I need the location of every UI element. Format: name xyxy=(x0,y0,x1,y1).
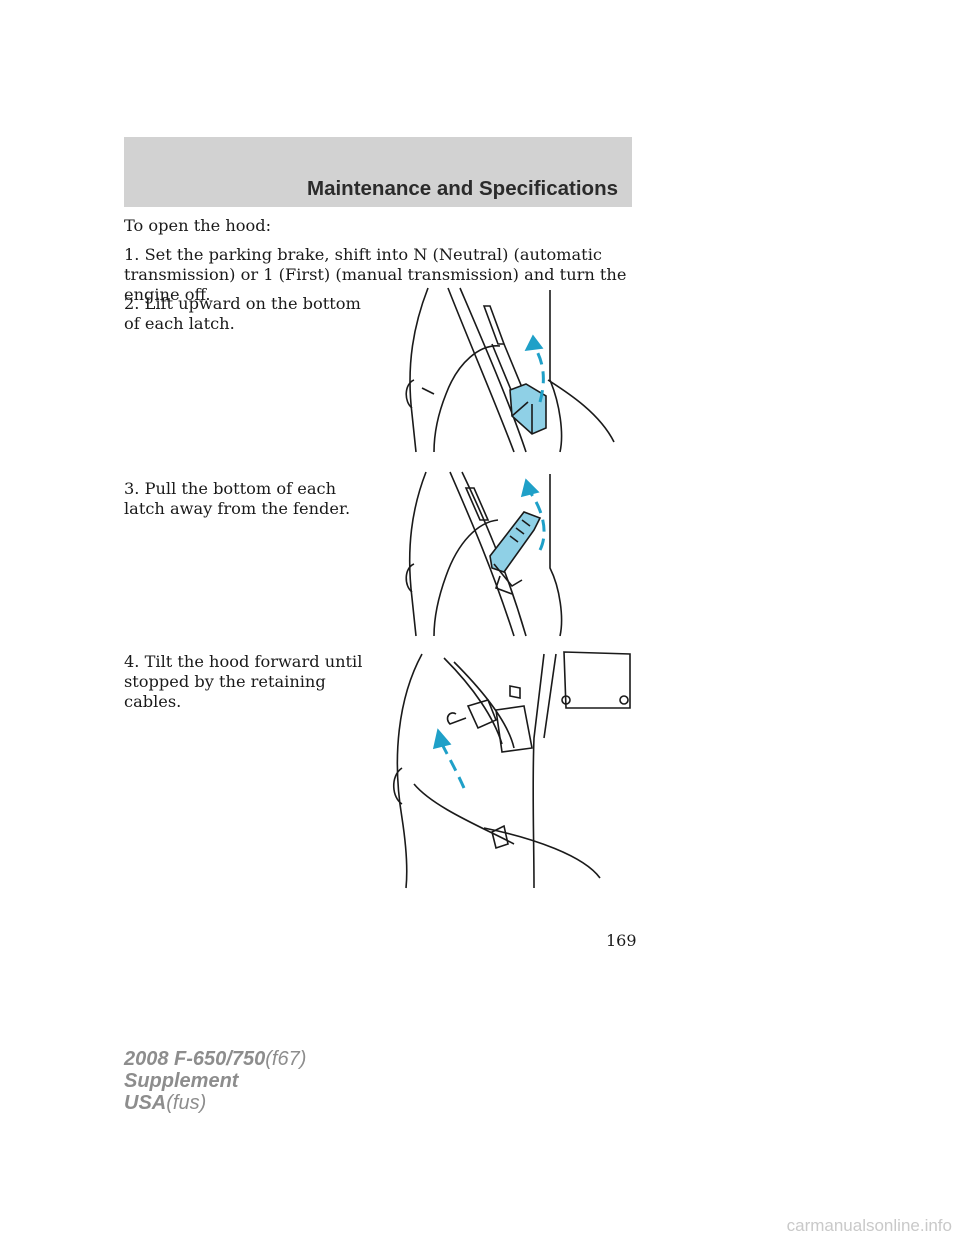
step-3-text: 3. Pull the bottom of each latch away fr… xyxy=(124,479,351,518)
footer-line-3: USA(fus) xyxy=(124,1092,306,1114)
tilt-arrow-icon xyxy=(440,743,466,789)
footer-region-code: (fus) xyxy=(166,1092,207,1114)
footer-region: USA xyxy=(124,1092,167,1114)
document-footer: 2008 F-650/750(f67) Supplement USA(fus) xyxy=(124,1048,306,1114)
section-title: Maintenance and Specifications xyxy=(307,177,618,200)
latch-pull-illustration xyxy=(405,471,563,637)
footer-model-code: (f67) xyxy=(265,1048,307,1070)
latch-lift-illustration xyxy=(405,287,615,453)
step-1-text: 1. Set the parking brake, shift into N (… xyxy=(124,245,627,304)
step-2-text: 2. Lift upward on the bottom of each lat… xyxy=(124,294,361,333)
hood-tilt-illustration xyxy=(392,651,631,889)
header-band: Maintenance and Specifications xyxy=(124,137,632,207)
footer-line-2: Supplement xyxy=(124,1070,306,1092)
step-4-text: 4. Tilt the hood forward until stopped b… xyxy=(124,652,363,711)
pull-arrow-icon xyxy=(528,491,546,551)
intro-text: To open the hood: xyxy=(124,216,272,235)
watermark: carmanualsonline.info xyxy=(786,1216,952,1235)
lift-arrow-icon xyxy=(532,345,545,403)
footer-line-1: 2008 F-650/750(f67) xyxy=(124,1048,306,1070)
page-number: 169 xyxy=(606,931,637,950)
footer-model: 2008 F-650/750 xyxy=(124,1048,266,1070)
footer-supplement: Supplement xyxy=(124,1070,239,1092)
